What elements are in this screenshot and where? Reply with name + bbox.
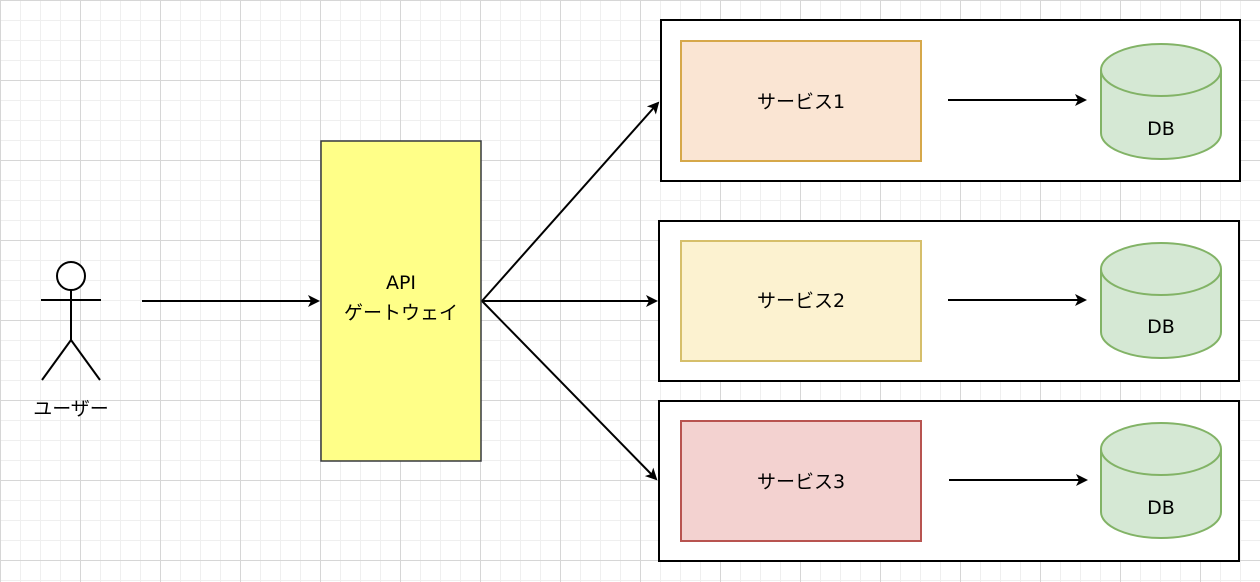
- user-actor[interactable]: ユーザー: [33, 261, 109, 420]
- actor-head: [56, 261, 86, 291]
- api-gateway-box: [320, 140, 482, 462]
- db-3[interactable]: DB: [1100, 422, 1222, 539]
- service-label-2: サービス2: [757, 290, 845, 312]
- db-1[interactable]: DB: [1100, 43, 1222, 160]
- service-group-3[interactable]: サービス3 DB: [658, 400, 1240, 562]
- arrow-gateway-to-service-3[interactable]: [481, 300, 658, 481]
- db-cylinder-top-1: [1100, 43, 1222, 97]
- db-cylinder-top-2: [1100, 242, 1222, 296]
- db-label-3: DB: [1147, 497, 1175, 519]
- service-box-3[interactable]: [680, 420, 922, 542]
- db-cylinder-top-3: [1100, 422, 1222, 476]
- service-label-3: サービス3: [757, 471, 845, 493]
- service-group-2[interactable]: サービス2 DB: [658, 220, 1240, 382]
- api-gateway-label-line1: API: [386, 272, 416, 294]
- api-gateway-label-line2: ゲートウェイ: [344, 302, 458, 324]
- service-box-1[interactable]: [680, 40, 922, 162]
- actor-right-leg: [70, 339, 101, 381]
- arrow-gateway-to-service-1[interactable]: [481, 101, 660, 302]
- service-group-1[interactable]: サービス1 DB: [660, 19, 1241, 182]
- db-label-1: DB: [1147, 118, 1175, 140]
- db-2[interactable]: DB: [1100, 242, 1222, 359]
- actor-left-leg: [41, 339, 72, 381]
- db-label-2: DB: [1147, 316, 1175, 338]
- api-gateway[interactable]: API ゲートウェイ: [320, 140, 482, 462]
- service-label-1: サービス1: [757, 91, 845, 113]
- service-box-2[interactable]: [680, 240, 922, 362]
- actor-label: ユーザー: [33, 398, 109, 420]
